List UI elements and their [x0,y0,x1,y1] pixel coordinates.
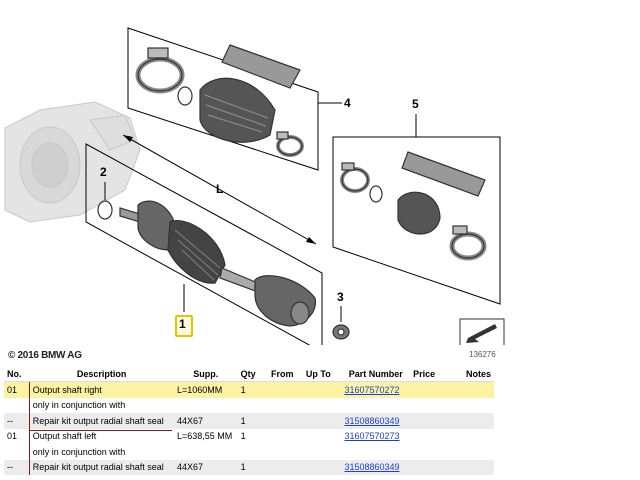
cell-from [268,459,303,475]
col-no: No. [4,366,30,382]
cell-up-to [302,413,342,429]
callout-5[interactable]: 5 [412,97,419,111]
col-up-to: Up To [302,366,342,382]
table-row[interactable]: -- Repair kit output radial shaft seal 4… [4,413,494,429]
callout-1-highlight[interactable] [175,315,193,337]
cell-no [4,444,29,460]
kit-4-parts [135,44,304,157]
cell-supp [174,444,238,460]
image-number: 136276 [469,350,496,359]
cell-price [410,459,454,475]
cell-notes [453,413,494,429]
cell-qty [238,444,268,460]
cell-price [410,429,453,445]
cell-supp: 44X67 [173,459,238,475]
callout-1[interactable]: 1 [179,317,186,331]
shaft-outline [85,143,323,345]
dimension-label: L [216,182,224,196]
cell-qty: 1 [237,381,268,398]
cell-up-to [302,381,342,398]
col-notes: Notes [453,366,494,382]
copyright-text: © 2016 BMW AG [8,350,82,361]
cell-description: Repair kit output radial shaft seal [28,459,174,475]
next-page-arrow-icon[interactable] [459,318,505,345]
cell-no [4,398,29,414]
cell-price [410,381,454,398]
cell-part-number: 31607570273 [341,429,410,445]
cell-notes [453,381,494,398]
cell-description: Output shaft right [28,381,174,398]
cell-supp: 44X67 [173,413,238,429]
col-supp: Supp. [173,366,238,382]
table-row[interactable]: -- Repair kit output radial shaft seal 4… [4,459,494,475]
cell-description: only in conjunction with [28,444,174,460]
cell-from [268,413,303,429]
callout-2[interactable]: 2 [100,165,107,179]
cell-price [410,444,453,460]
col-from: From [268,366,303,382]
cell-up-to [302,459,342,475]
transmission-housing [4,101,141,223]
cell-part-number [341,444,410,460]
cell-from [268,429,303,445]
table-row: only in conjunction with [4,444,494,460]
cell-qty: 1 [237,459,268,475]
callout-3[interactable]: 3 [337,290,344,304]
cell-part-number: 31607570272 [341,381,411,398]
col-price: Price [410,366,454,382]
part-number-link[interactable]: 31508860349 [344,415,400,426]
cell-description: only in conjunction with [28,397,174,413]
col-part-number: Part Number [341,366,411,382]
cell-qty [238,398,268,414]
cell-no: 01 [4,381,30,398]
parts-diagram: 1 2 3 4 5 L © 2016 BMW AG 136276 [4,27,505,361]
cell-notes [454,429,494,445]
cell-supp: L=638,55 MM [176,431,233,442]
cell-up-to [303,429,342,445]
cell-part-number [341,398,410,414]
cell-no: -- [4,413,30,429]
part-number-link[interactable]: 31607570272 [344,384,400,395]
cell-description: Output shaft left [28,428,174,444]
cell-notes [453,459,494,475]
part-number-link[interactable]: 31508860349 [344,462,400,473]
cell-part-number: 31508860349 [341,413,411,429]
cell-qty: 1 [240,431,246,442]
cell-no: 01 [7,431,18,442]
cell-from [268,398,303,414]
part-number-link[interactable]: 31607570273 [344,431,400,442]
cell-description: Repair kit output radial shaft seal [28,413,174,429]
col-description: Description [29,366,174,382]
table-row[interactable]: 01 Output shaft left L=638,55 MM 1 31607… [4,428,494,445]
cell-from [268,381,303,398]
kit-5-parts [340,151,487,261]
cell-notes [454,398,494,414]
output-shaft [97,200,350,340]
table-row: only in conjunction with [4,397,494,414]
callout-4[interactable]: 4 [344,96,351,110]
cell-up-to [303,444,342,460]
table-header-row: No. Description Supp. Qty From Up To Par… [4,366,494,382]
cell-up-to [303,398,342,414]
cell-notes [454,444,494,460]
col-qty: Qty [237,366,268,382]
cell-no: -- [4,459,30,475]
cell-price [410,413,454,429]
table-row[interactable]: 01 Output shaft right L=1060MM 1 3160757… [4,381,494,398]
dimension-line [122,134,317,245]
parts-table: No. Description Supp. Qty From Up To Par… [4,366,494,475]
cell-qty: 1 [237,413,268,429]
cell-part-number: 31508860349 [341,459,411,475]
cell-from [268,444,303,460]
exploded-view-drawing [4,27,505,345]
cell-supp [174,398,238,414]
cell-supp: L=1060MM [173,381,238,398]
cell-price [410,398,453,414]
